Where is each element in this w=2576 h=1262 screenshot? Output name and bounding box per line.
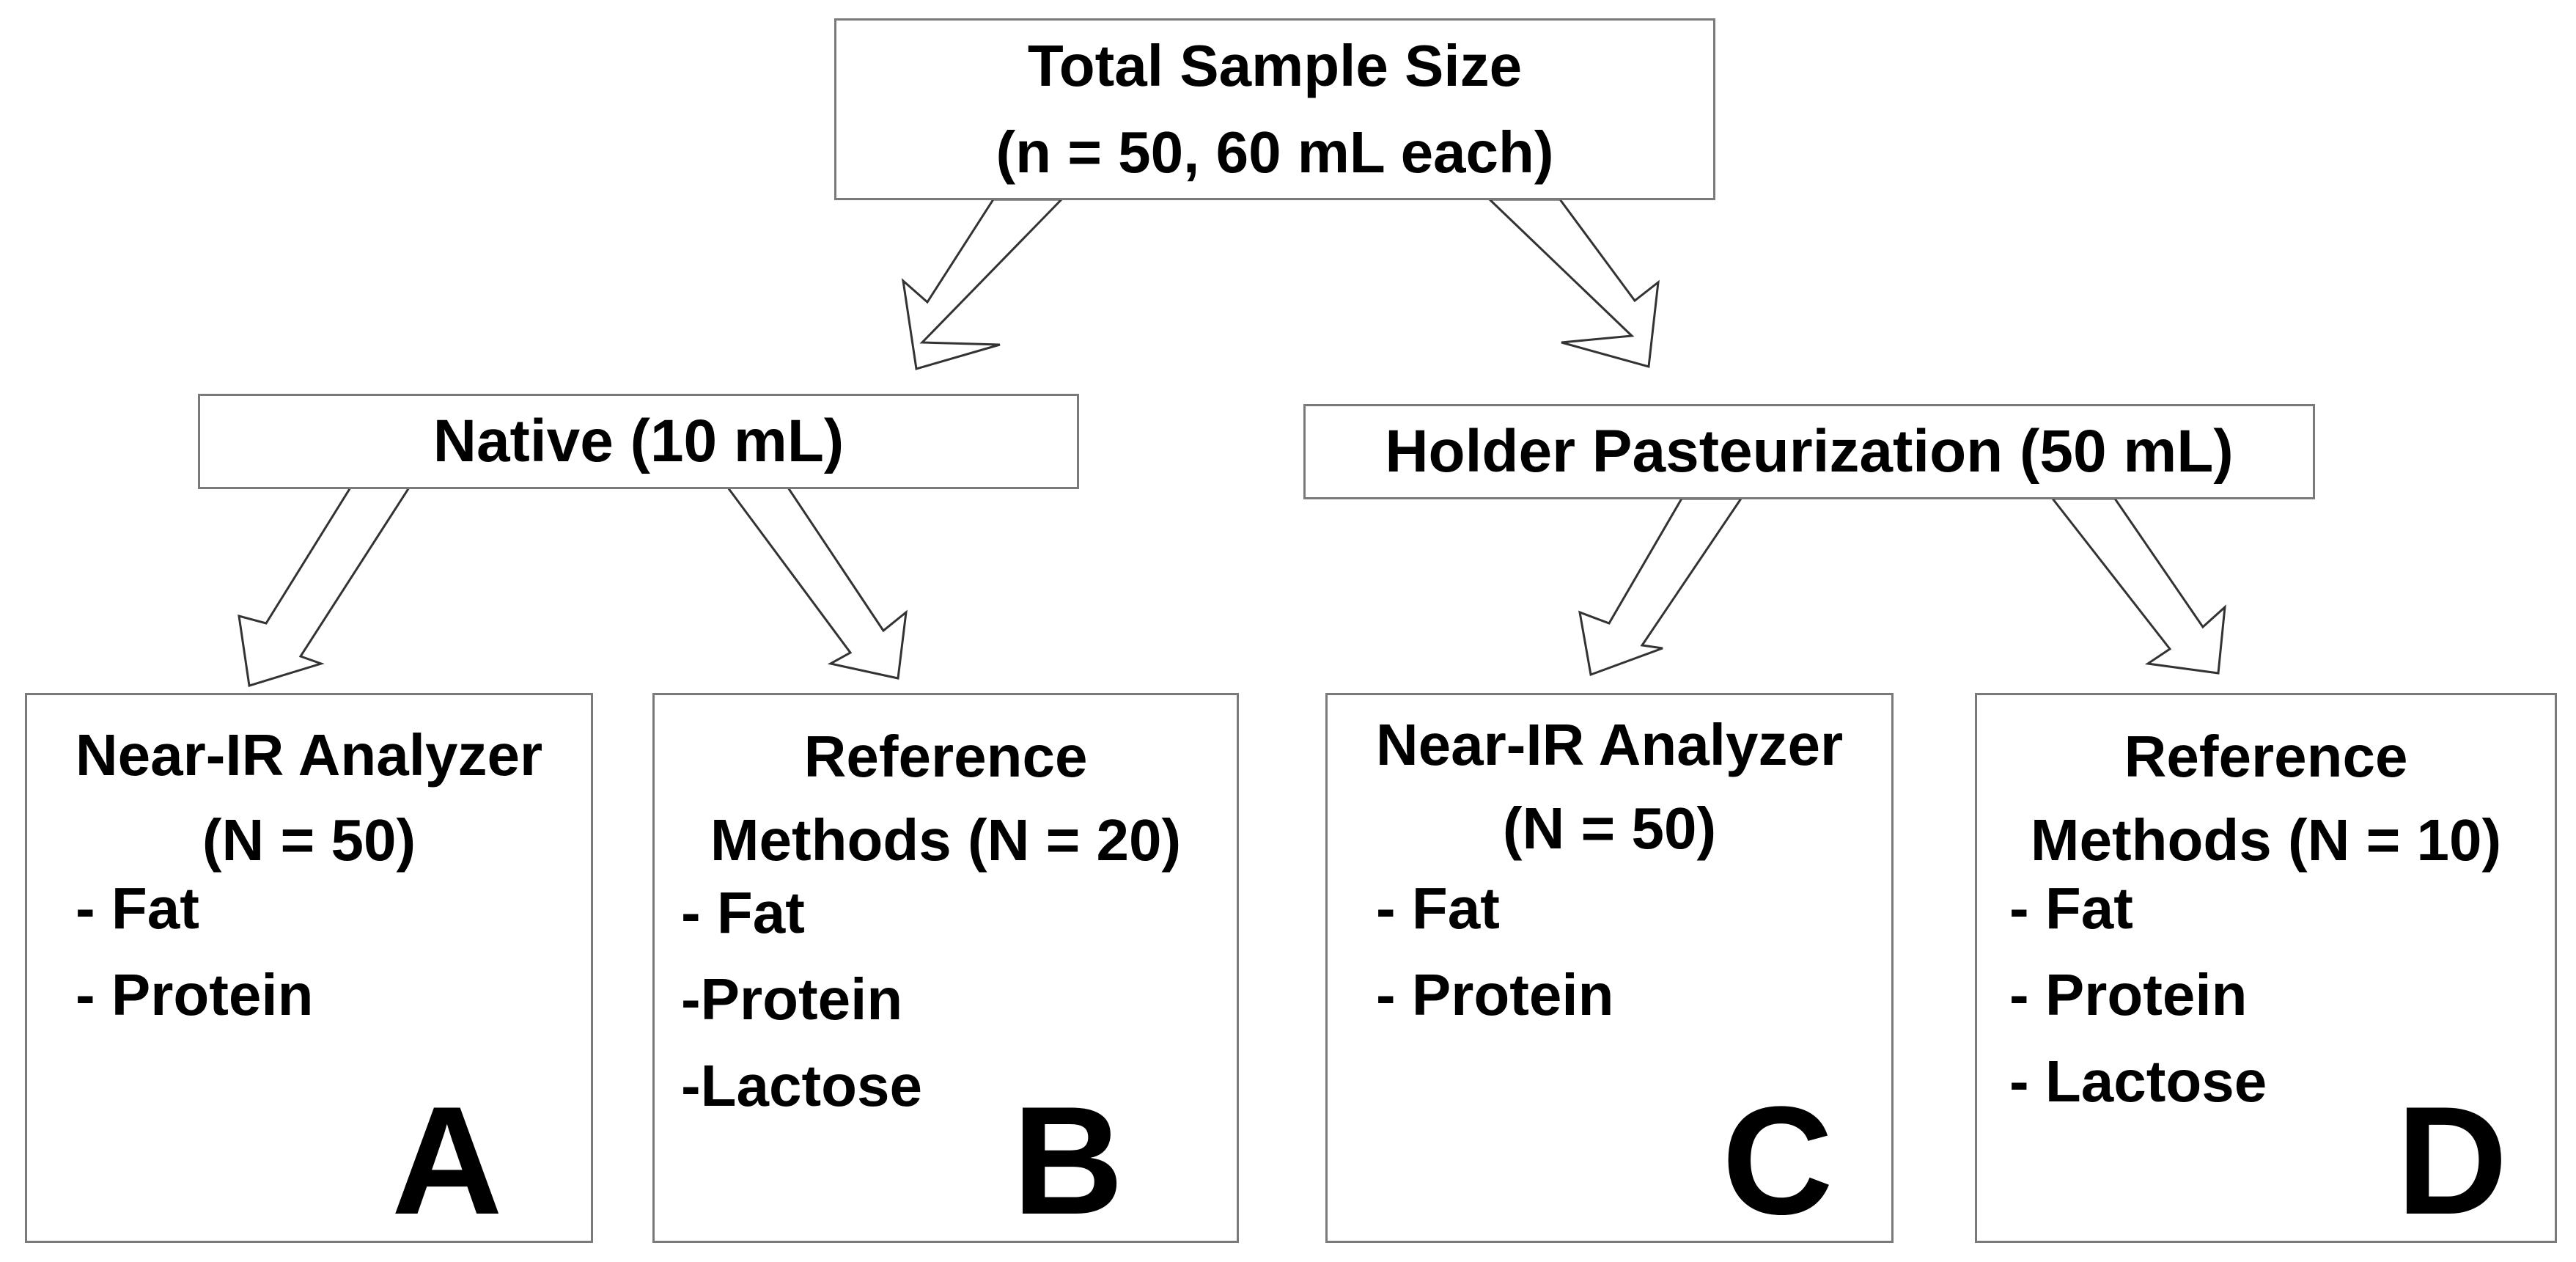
panel-c-letter: C — [1722, 1074, 1833, 1247]
panel-d-item-fat: - Fat — [2009, 876, 2133, 941]
panel-b-measures: - Fat -Protein -Lactose — [681, 870, 922, 1129]
panel-c-title: Near-IR Analyzer — [1375, 712, 1844, 777]
root-subtitle: (n = 50, 60 mL each) — [996, 120, 1554, 185]
panel-d-item-protein: - Protein — [2009, 962, 2248, 1027]
panel-b-title: Reference — [803, 724, 1088, 789]
panel-b-item-protein: -Protein — [681, 966, 903, 1032]
arrow-native-to-b — [726, 486, 908, 680]
panel-c-measures: - Fat - Protein — [1376, 865, 1613, 1038]
panel-b-item-lactose: -Lactose — [681, 1053, 922, 1118]
panel-c: Near-IR Analyzer (N = 50) - Fat - Protei… — [1325, 693, 1894, 1243]
arrow-holder-to-d — [2050, 497, 2226, 675]
holder-label: Holder Pasteurization (50 mL) — [1385, 418, 2234, 485]
panel-a-item-fat: - Fat — [76, 876, 199, 941]
panel-b-item-fat: - Fat — [681, 880, 805, 945]
panel-d-measures: - Fat - Protein - Lactose — [2009, 865, 2267, 1125]
panel-c-item-protein: - Protein — [1376, 962, 1614, 1027]
arrow-root-to-holder — [1487, 198, 1660, 368]
panel-d-title: Reference — [2124, 724, 2408, 789]
panel-c-count: (N = 50) — [1502, 796, 1717, 861]
panel-b: Reference Methods (N = 20) - Fat -Protei… — [652, 693, 1239, 1243]
panel-c-item-fat: - Fat — [1376, 876, 1500, 941]
panel-b-letter: B — [1012, 1074, 1124, 1247]
holder-node: Holder Pasteurization (50 mL) — [1303, 404, 2315, 499]
panel-a-title: Near-IR Analyzer — [75, 722, 543, 788]
root-title: Total Sample Size — [1027, 33, 1523, 98]
panel-d-count: Methods (N = 10) — [2030, 807, 2502, 873]
panel-d-item-lactose: - Lactose — [2009, 1049, 2267, 1114]
native-label: Native (10 mL) — [433, 408, 844, 474]
panel-b-count: Methods (N = 20) — [710, 807, 1182, 873]
root-node: Total Sample Size (n = 50, 60 mL each) — [834, 18, 1715, 200]
panel-a-count: (N = 50) — [202, 807, 416, 873]
panel-d: Reference Methods (N = 10) - Fat - Prote… — [1975, 693, 2557, 1243]
arrow-root-to-native — [901, 198, 1064, 370]
arrow-native-to-a — [238, 486, 411, 687]
native-node: Native (10 mL) — [198, 394, 1079, 489]
panel-a-letter: A — [391, 1074, 503, 1247]
arrow-holder-to-c — [1578, 497, 1743, 677]
panel-a: Near-IR Analyzer (N = 50) - Fat - Protei… — [25, 693, 593, 1243]
panel-d-letter: D — [2396, 1074, 2508, 1247]
panel-a-item-protein: - Protein — [76, 962, 314, 1027]
panel-a-measures: - Fat - Protein — [76, 865, 313, 1038]
